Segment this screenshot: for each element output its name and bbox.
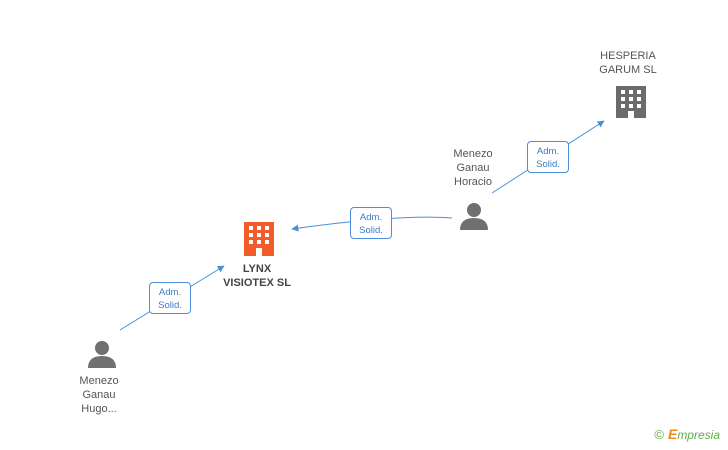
node-label-line: LYNX <box>242 263 272 275</box>
brand-name: mpresia <box>677 428 720 442</box>
node-label-line: GARUM SL <box>599 64 657 76</box>
node-label-horacio[interactable]: Menezo Ganau Horacio <box>438 147 508 189</box>
building-icon[interactable] <box>616 86 646 118</box>
relation-type: Solid. <box>359 225 383 236</box>
copyright-symbol: © <box>654 426 664 442</box>
node-label-hugo[interactable]: Menezo Ganau Hugo... <box>66 374 132 416</box>
node-label-line: Horacio <box>454 176 492 188</box>
node-label-line: Ganau <box>456 162 490 174</box>
relation-type: Solid. <box>158 300 182 311</box>
relation-role: Adm. <box>536 146 560 157</box>
relation-box[interactable]: Adm. Solid. <box>149 282 191 314</box>
relation-box[interactable]: Adm. Solid. <box>527 141 569 173</box>
brand-logo: Empresia <box>668 426 720 442</box>
relation-box[interactable]: Adm. Solid. <box>350 207 392 239</box>
node-label-hesperia[interactable]: HESPERIA GARUM SL <box>590 49 666 77</box>
building-icon-main[interactable] <box>244 222 274 256</box>
relation-role: Adm. <box>158 287 182 298</box>
person-icon[interactable] <box>460 203 488 230</box>
node-label-line: Hugo... <box>81 403 117 415</box>
relation-role: Adm. <box>359 212 383 223</box>
person-icon[interactable] <box>88 341 116 368</box>
brand-watermark: © Empresia <box>654 426 720 442</box>
relation-type: Solid. <box>536 159 560 170</box>
node-label-line: HESPERIA <box>600 50 656 62</box>
node-label-line: Ganau <box>82 389 116 401</box>
node-label-lynx[interactable]: LYNX VISIOTEX SL <box>212 262 302 290</box>
node-label-line: Menezo <box>453 148 493 160</box>
node-label-line: VISIOTEX SL <box>223 277 291 289</box>
node-label-line: Menezo <box>79 375 119 387</box>
brand-logo-letter: E <box>667 426 678 442</box>
